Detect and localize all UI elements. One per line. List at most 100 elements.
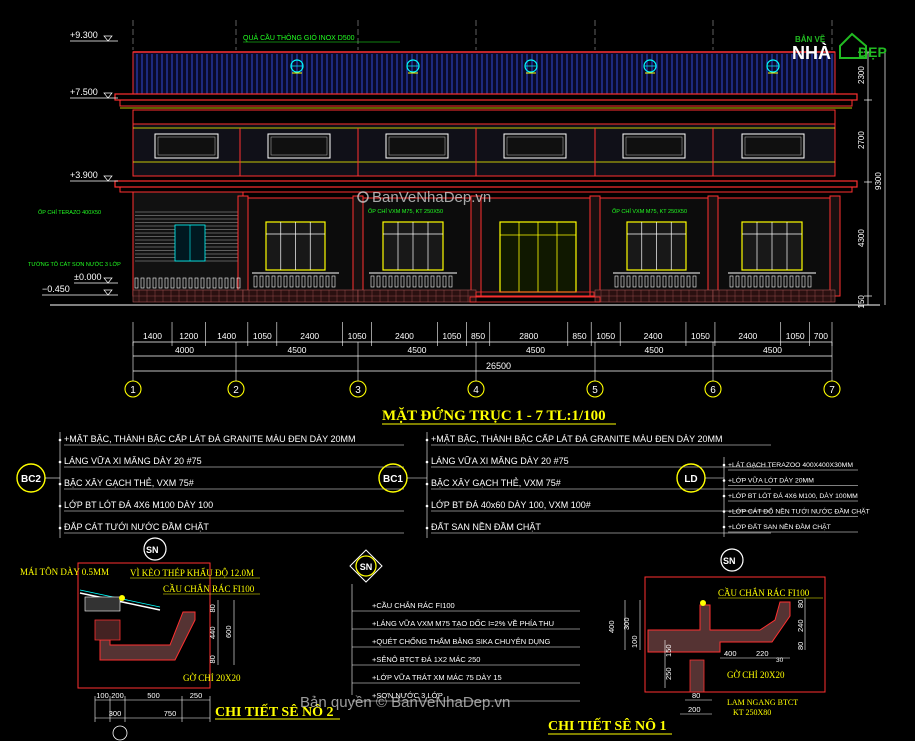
svg-text:9300: 9300 (874, 172, 883, 190)
watermark-top: BanVeNhaDep.vn (372, 189, 491, 206)
grid-axis-marker: 2 (227, 376, 245, 398)
dim-value: 2800 (519, 331, 538, 341)
window (728, 221, 816, 288)
svg-text:KT 250X80: KT 250X80 (733, 708, 771, 717)
roof-vent-icon (406, 59, 420, 74)
svg-text:LAM NGANG BTCT: LAM NGANG BTCT (727, 698, 798, 707)
upper-wall (132, 123, 836, 177)
note-line: +MẶT BẬC, THÀNH BẬC CẤP LÁT ĐÁ GRANITE M… (64, 434, 356, 444)
note-line: ĐẤT SAN NỀN ĐẦM CHẶT (431, 522, 541, 532)
column-label-b: ỐP CHỈ VXM M75, KT 250X50 (612, 208, 687, 215)
note-line: +LỚP VỮA TRÁT XM MÁC 75 DÀY 15 (372, 673, 502, 682)
svg-text:150: 150 (664, 644, 673, 657)
dim-value: 850 (471, 331, 485, 341)
level-marker: ±0.000 (74, 272, 118, 284)
roof-vent-icon (524, 59, 538, 74)
window (252, 221, 339, 288)
note-line: LÁNG VỮA XI MĂNG DÀY 20 #75 (431, 456, 569, 466)
svg-text:250: 250 (190, 691, 203, 700)
grid-axis-marker: 3 (349, 376, 367, 398)
dim-value: 1050 (596, 331, 615, 341)
note-line: ĐẮP CÁT TƯỚI NƯỚC ĐẦM CHẶT (64, 522, 209, 532)
note-line: BẬC XÂY GẠCH THẺ, VXM 75# (64, 477, 194, 488)
detail-gutter-2: SN MÁI TÔN DÀY 0.5MM VÌ KÈO THÉP KHẨU ĐỘ… (20, 537, 340, 741)
grid-axis-marker: 1 (124, 376, 142, 398)
ground-windows (134, 221, 816, 289)
grid-axis-marker: 6 (704, 376, 722, 398)
note-bc1: BC1 +MẶT BẬC, THÀNH BẬC CẤP LÁT ĐÁ GRANIT… (378, 432, 771, 538)
note-line: +LỚP BT LÓT ĐÁ 4X6 M100, DÀY 100MM (728, 491, 858, 500)
dim-value: 1050 (786, 331, 805, 341)
window (741, 133, 805, 159)
svg-text:−0.450: −0.450 (42, 284, 70, 294)
window (622, 133, 686, 159)
logo-house-icon (839, 32, 867, 59)
svg-text:GỜ CHỈ 20X20: GỜ CHỈ 20X20 (183, 673, 241, 683)
svg-text:80: 80 (692, 691, 700, 700)
svg-text:220: 220 (756, 649, 769, 658)
dim-value: 4500 (763, 345, 782, 355)
detail1-title: CHI TIẾT SÊ NÔ 1 (548, 717, 667, 734)
dim-value: 2400 (395, 331, 414, 341)
dim-value: 2400 (300, 331, 319, 341)
svg-text:150: 150 (857, 295, 866, 309)
svg-text:100: 100 (96, 691, 109, 700)
watermark-icon (357, 191, 369, 203)
svg-text:3: 3 (355, 385, 361, 396)
note-line: +LỚP CÁT ĐỔ NỀN TƯỚI NƯỚC ĐẦM CHẶT (728, 506, 870, 516)
watermark-bottom: Bản quyền © BanVeNhaDep.vn (300, 694, 510, 711)
svg-text:200: 200 (688, 705, 701, 714)
window (613, 221, 700, 288)
dim-value: 1400 (217, 331, 236, 341)
svg-text:1: 1 (130, 385, 136, 396)
svg-text:80: 80 (208, 604, 217, 612)
ground-floor (132, 191, 841, 303)
svg-text:SN: SN (146, 545, 159, 555)
svg-text:2300: 2300 (857, 66, 866, 84)
roof-vents (290, 59, 780, 74)
grid-axis-marker: 5 (586, 376, 604, 398)
svg-text:SN: SN (723, 556, 736, 566)
svg-text:440: 440 (208, 626, 217, 639)
note-line: +LỚP VỮA LÓT DÀY 20MM (728, 476, 814, 485)
dim-value: 1050 (253, 331, 272, 341)
window (503, 133, 567, 159)
dim-value: 700 (814, 331, 828, 341)
svg-text:+7.500: +7.500 (70, 87, 98, 97)
svg-text:BC2: BC2 (21, 474, 41, 485)
note-line: +LÁNG VỮA VXM M75 TẠO DỐC I=2% VỀ PHÍA T… (372, 618, 554, 628)
svg-text:300: 300 (109, 709, 122, 718)
dim-value: 2400 (644, 331, 663, 341)
svg-text:BẢN VẼ: BẢN VẼ (795, 35, 826, 44)
dim-value: 1400 (143, 331, 162, 341)
svg-text:6: 6 (710, 385, 716, 396)
svg-text:+3.900: +3.900 (70, 170, 98, 180)
svg-text:CẦU CHẮN RÁC FI100: CẦU CHẮN RÁC FI100 (718, 588, 810, 598)
elevation-title: MẶT ĐỨNG TRỤC 1 - 7 TL:1/100 (382, 407, 606, 424)
dim-value: 4000 (175, 345, 194, 355)
svg-text:240: 240 (796, 619, 805, 632)
svg-text:500: 500 (147, 691, 160, 700)
svg-text:BC1: BC1 (383, 474, 403, 485)
note-line: +QUÉT CHỐNG THẤM BẰNG SIKA CHUYÊN DỤNG (372, 636, 550, 646)
wall-label-2: TƯỜNG TÔ CÁT SƠN NƯỚC 3 LỚP (28, 261, 121, 268)
dim-value: 1050 (691, 331, 710, 341)
svg-text:400: 400 (607, 620, 616, 633)
svg-text:7: 7 (829, 385, 835, 396)
svg-text:80: 80 (796, 642, 805, 650)
note-line: +MẶT BẬC, THÀNH BẬC CẤP LÁT ĐÁ GRANITE M… (431, 434, 723, 444)
elevation-drawing: +9.300+7.500+3.900±0.000−0.450 230027004… (28, 20, 886, 309)
svg-text:5: 5 (592, 385, 598, 396)
upper-windows (154, 133, 805, 159)
svg-text:SN: SN (360, 562, 373, 572)
dim-value: 850 (572, 331, 586, 341)
dim-value: 4500 (288, 345, 307, 355)
dim-value: 4500 (526, 345, 545, 355)
dim-value: 4500 (408, 345, 427, 355)
level-marker: +3.900 (70, 170, 118, 182)
wall-label: ỐP CHỈ TERAZO 400X50 (38, 209, 101, 216)
svg-text:2: 2 (233, 385, 239, 396)
note-sn: SN+CẦU CHẮN RÁC FI100+LÁNG VỮA VXM M75 T… (349, 549, 580, 702)
